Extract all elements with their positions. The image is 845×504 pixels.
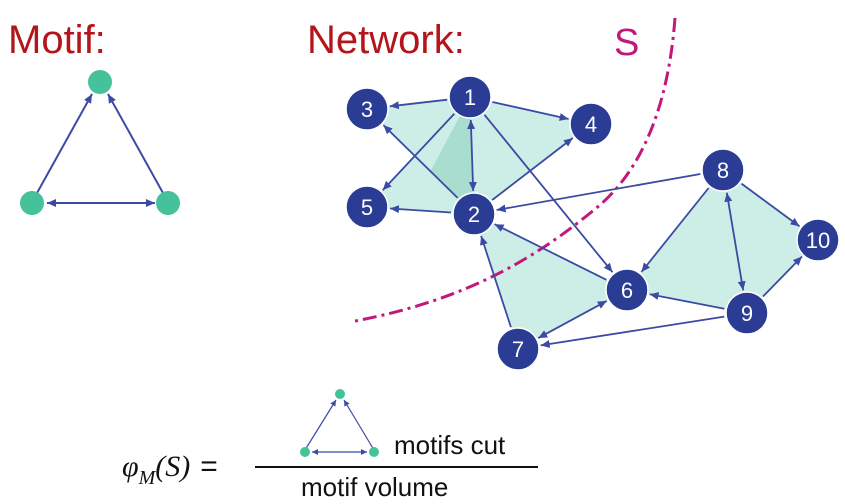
node-2: 2 xyxy=(452,192,496,236)
node-circle-3 xyxy=(345,87,389,131)
node-9: 9 xyxy=(725,291,769,335)
formula-motif-node-left xyxy=(300,447,310,457)
motif-edge-left-to-top xyxy=(31,93,93,203)
node-circle-4 xyxy=(569,102,613,146)
edge-6-2 xyxy=(494,223,607,281)
edge-8-2 xyxy=(496,173,701,213)
network-title: Network: xyxy=(307,18,465,62)
node-circle-5 xyxy=(345,185,389,229)
motif-node-top xyxy=(88,70,112,94)
node-4: 4 xyxy=(569,102,613,146)
edge-8-9 xyxy=(724,192,746,291)
edge-1-5 xyxy=(382,113,455,191)
formula-argument: (S) xyxy=(155,450,191,483)
formula-motif-icon xyxy=(300,389,379,457)
edge-1-4 xyxy=(492,101,569,121)
edge-2-5 xyxy=(389,205,452,214)
node-label-9: 9 xyxy=(741,301,753,326)
formula-lhs: φM(S) = xyxy=(122,450,218,489)
node-circle-1 xyxy=(448,75,492,119)
set-s-boundary xyxy=(349,17,677,324)
node-circle-6 xyxy=(605,268,649,312)
motif-node-right xyxy=(156,191,180,215)
edge-7-2 xyxy=(480,235,512,328)
node-circle-9 xyxy=(725,291,769,335)
edge-9-7 xyxy=(540,315,725,348)
motif-edge-right-to-top xyxy=(107,93,169,203)
node-label-6: 6 xyxy=(621,278,633,303)
network-edges-layer xyxy=(382,98,803,348)
node-5: 5 xyxy=(345,185,389,229)
motif-instance-8-9-10 xyxy=(723,170,818,313)
node-8: 8 xyxy=(701,148,745,192)
formula-motif-edge-right xyxy=(343,399,375,451)
node-3: 3 xyxy=(345,87,389,131)
edge-6-7 xyxy=(537,300,608,339)
node-10: 10 xyxy=(796,218,840,262)
formula-equals: = xyxy=(200,450,218,483)
edge-1-3 xyxy=(389,98,448,110)
formula-motif-node-top xyxy=(335,389,345,399)
node-label-5: 5 xyxy=(361,195,373,220)
edge-1-2 xyxy=(467,119,477,192)
node-label-3: 3 xyxy=(361,97,373,122)
formula-motif-node-right xyxy=(369,447,379,457)
node-label-2: 2 xyxy=(468,202,480,227)
formula-denominator: motif volume xyxy=(301,472,449,502)
motif-template xyxy=(20,70,180,215)
formula-subscript: M xyxy=(138,467,156,489)
node-label-8: 8 xyxy=(717,158,729,183)
motif-instance-2-6-7 xyxy=(474,214,627,349)
edge-1-6 xyxy=(483,114,614,273)
node-1: 1 xyxy=(448,75,492,119)
node-circle-8 xyxy=(701,148,745,192)
formula-motif-edge-left xyxy=(304,399,337,451)
edge-2-4 xyxy=(491,137,574,201)
edge-9-6 xyxy=(649,292,725,310)
node-circle-7 xyxy=(496,327,540,371)
node-6: 6 xyxy=(605,268,649,312)
node-circle-2 xyxy=(452,192,496,236)
motif-overlap-region xyxy=(430,97,474,214)
motif-node-left xyxy=(20,191,44,215)
motif-instances-layer xyxy=(367,97,818,349)
motif-instance-6-8-9 xyxy=(627,170,747,313)
node-label-4: 4 xyxy=(585,112,597,137)
motif-title: Motif: xyxy=(8,18,106,62)
node-circle-10 xyxy=(796,218,840,262)
edge-8-6 xyxy=(640,187,710,273)
edge-8-10 xyxy=(740,182,801,228)
node-7: 7 xyxy=(496,327,540,371)
network-nodes-layer: 1 2 3 4 5 6 7 8 9 10 xyxy=(345,75,840,371)
set-s-label: S xyxy=(614,22,640,64)
formula-fraction-bar xyxy=(255,466,538,468)
formula-numerator: motifs cut xyxy=(394,430,506,460)
edge-2-3 xyxy=(382,124,459,199)
node-label-7: 7 xyxy=(512,337,524,362)
node-label-10: 10 xyxy=(806,228,830,253)
node-label-1: 1 xyxy=(464,85,476,110)
motif-instance-1-2-4 xyxy=(470,97,591,214)
formula-phi: φ xyxy=(122,450,139,483)
edge-9-10 xyxy=(762,255,803,298)
